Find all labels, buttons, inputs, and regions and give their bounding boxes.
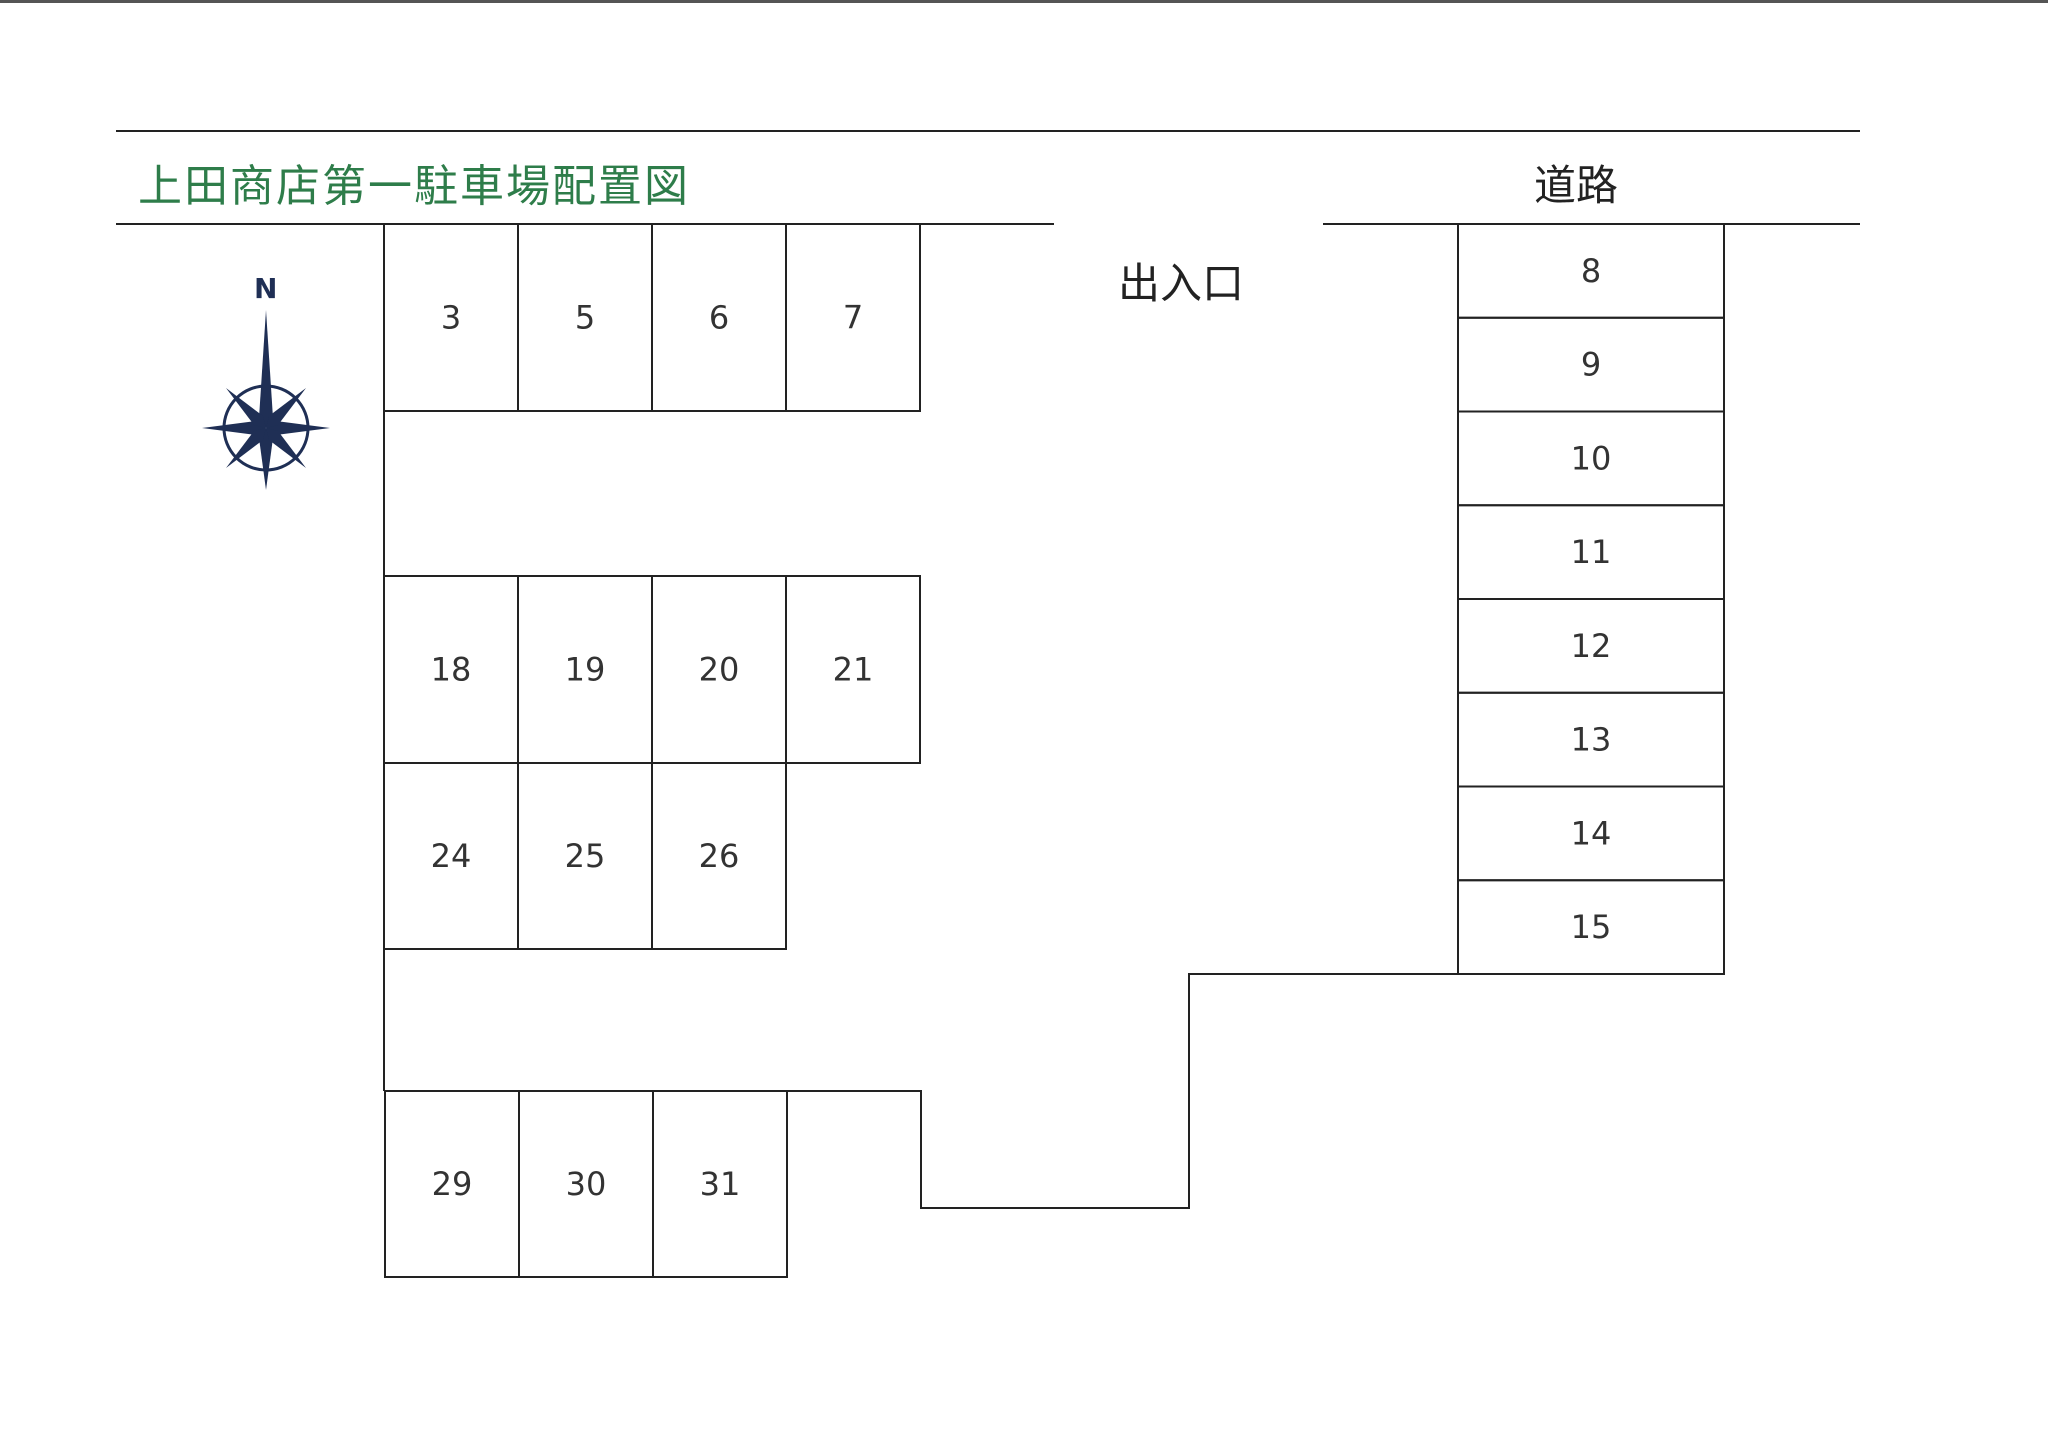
parking-slot-31 xyxy=(652,1090,788,1278)
parking-slot-15 xyxy=(1457,879,1725,975)
scan-top-edge xyxy=(0,0,2048,3)
parking-slot-label: 20 xyxy=(699,651,740,689)
lot-outline xyxy=(383,411,1458,1209)
parking-slot-label: 13 xyxy=(1571,721,1612,759)
parking-slot-label: 3 xyxy=(441,299,461,337)
parking-slot-label: 7 xyxy=(843,299,863,337)
parking-slot-label: 15 xyxy=(1571,908,1612,946)
lot-south-east-boundary xyxy=(787,973,1458,1209)
road-label: 道路 xyxy=(1534,161,1619,210)
page-title: 上田商店第一駐車場配置図 xyxy=(138,161,690,212)
parking-slot-label: 18 xyxy=(431,651,472,689)
parking-slot-label: 21 xyxy=(833,651,874,689)
parking-slot-label: 5 xyxy=(575,299,595,337)
parking-slot-label: 25 xyxy=(565,837,606,875)
road-boundary xyxy=(116,130,1860,225)
entrance-label: 出入口 xyxy=(1118,259,1245,308)
parking-slot-label: 6 xyxy=(709,299,729,337)
parking-slot-26 xyxy=(651,762,787,950)
north-label: N xyxy=(254,272,278,305)
parking-slot-label: 30 xyxy=(566,1165,607,1203)
parking-slot-label: 10 xyxy=(1571,439,1612,477)
parking-slot-label: 9 xyxy=(1581,346,1601,384)
parking-slot-label: 31 xyxy=(700,1165,741,1203)
compass-rose-icon xyxy=(202,310,330,490)
parking-slot-label: 19 xyxy=(565,651,606,689)
parking-slot-label: 11 xyxy=(1571,533,1612,571)
parking-slot-7 xyxy=(785,223,921,412)
parking-slot-label: 14 xyxy=(1571,814,1612,852)
parking-slot-label: 24 xyxy=(431,837,472,875)
parking-slot-label: 8 xyxy=(1581,252,1601,290)
parking-slots: 3 5 6 7 18 19 20 21 24 25 26 29 30 31 8 9 10 11 12 13 14 15 xyxy=(383,223,1725,1278)
parking-slot-label: 29 xyxy=(432,1165,473,1203)
parking-slot-label: 26 xyxy=(699,837,740,875)
parking-slot-label: 12 xyxy=(1571,627,1612,665)
parking-slot-21 xyxy=(785,575,921,764)
